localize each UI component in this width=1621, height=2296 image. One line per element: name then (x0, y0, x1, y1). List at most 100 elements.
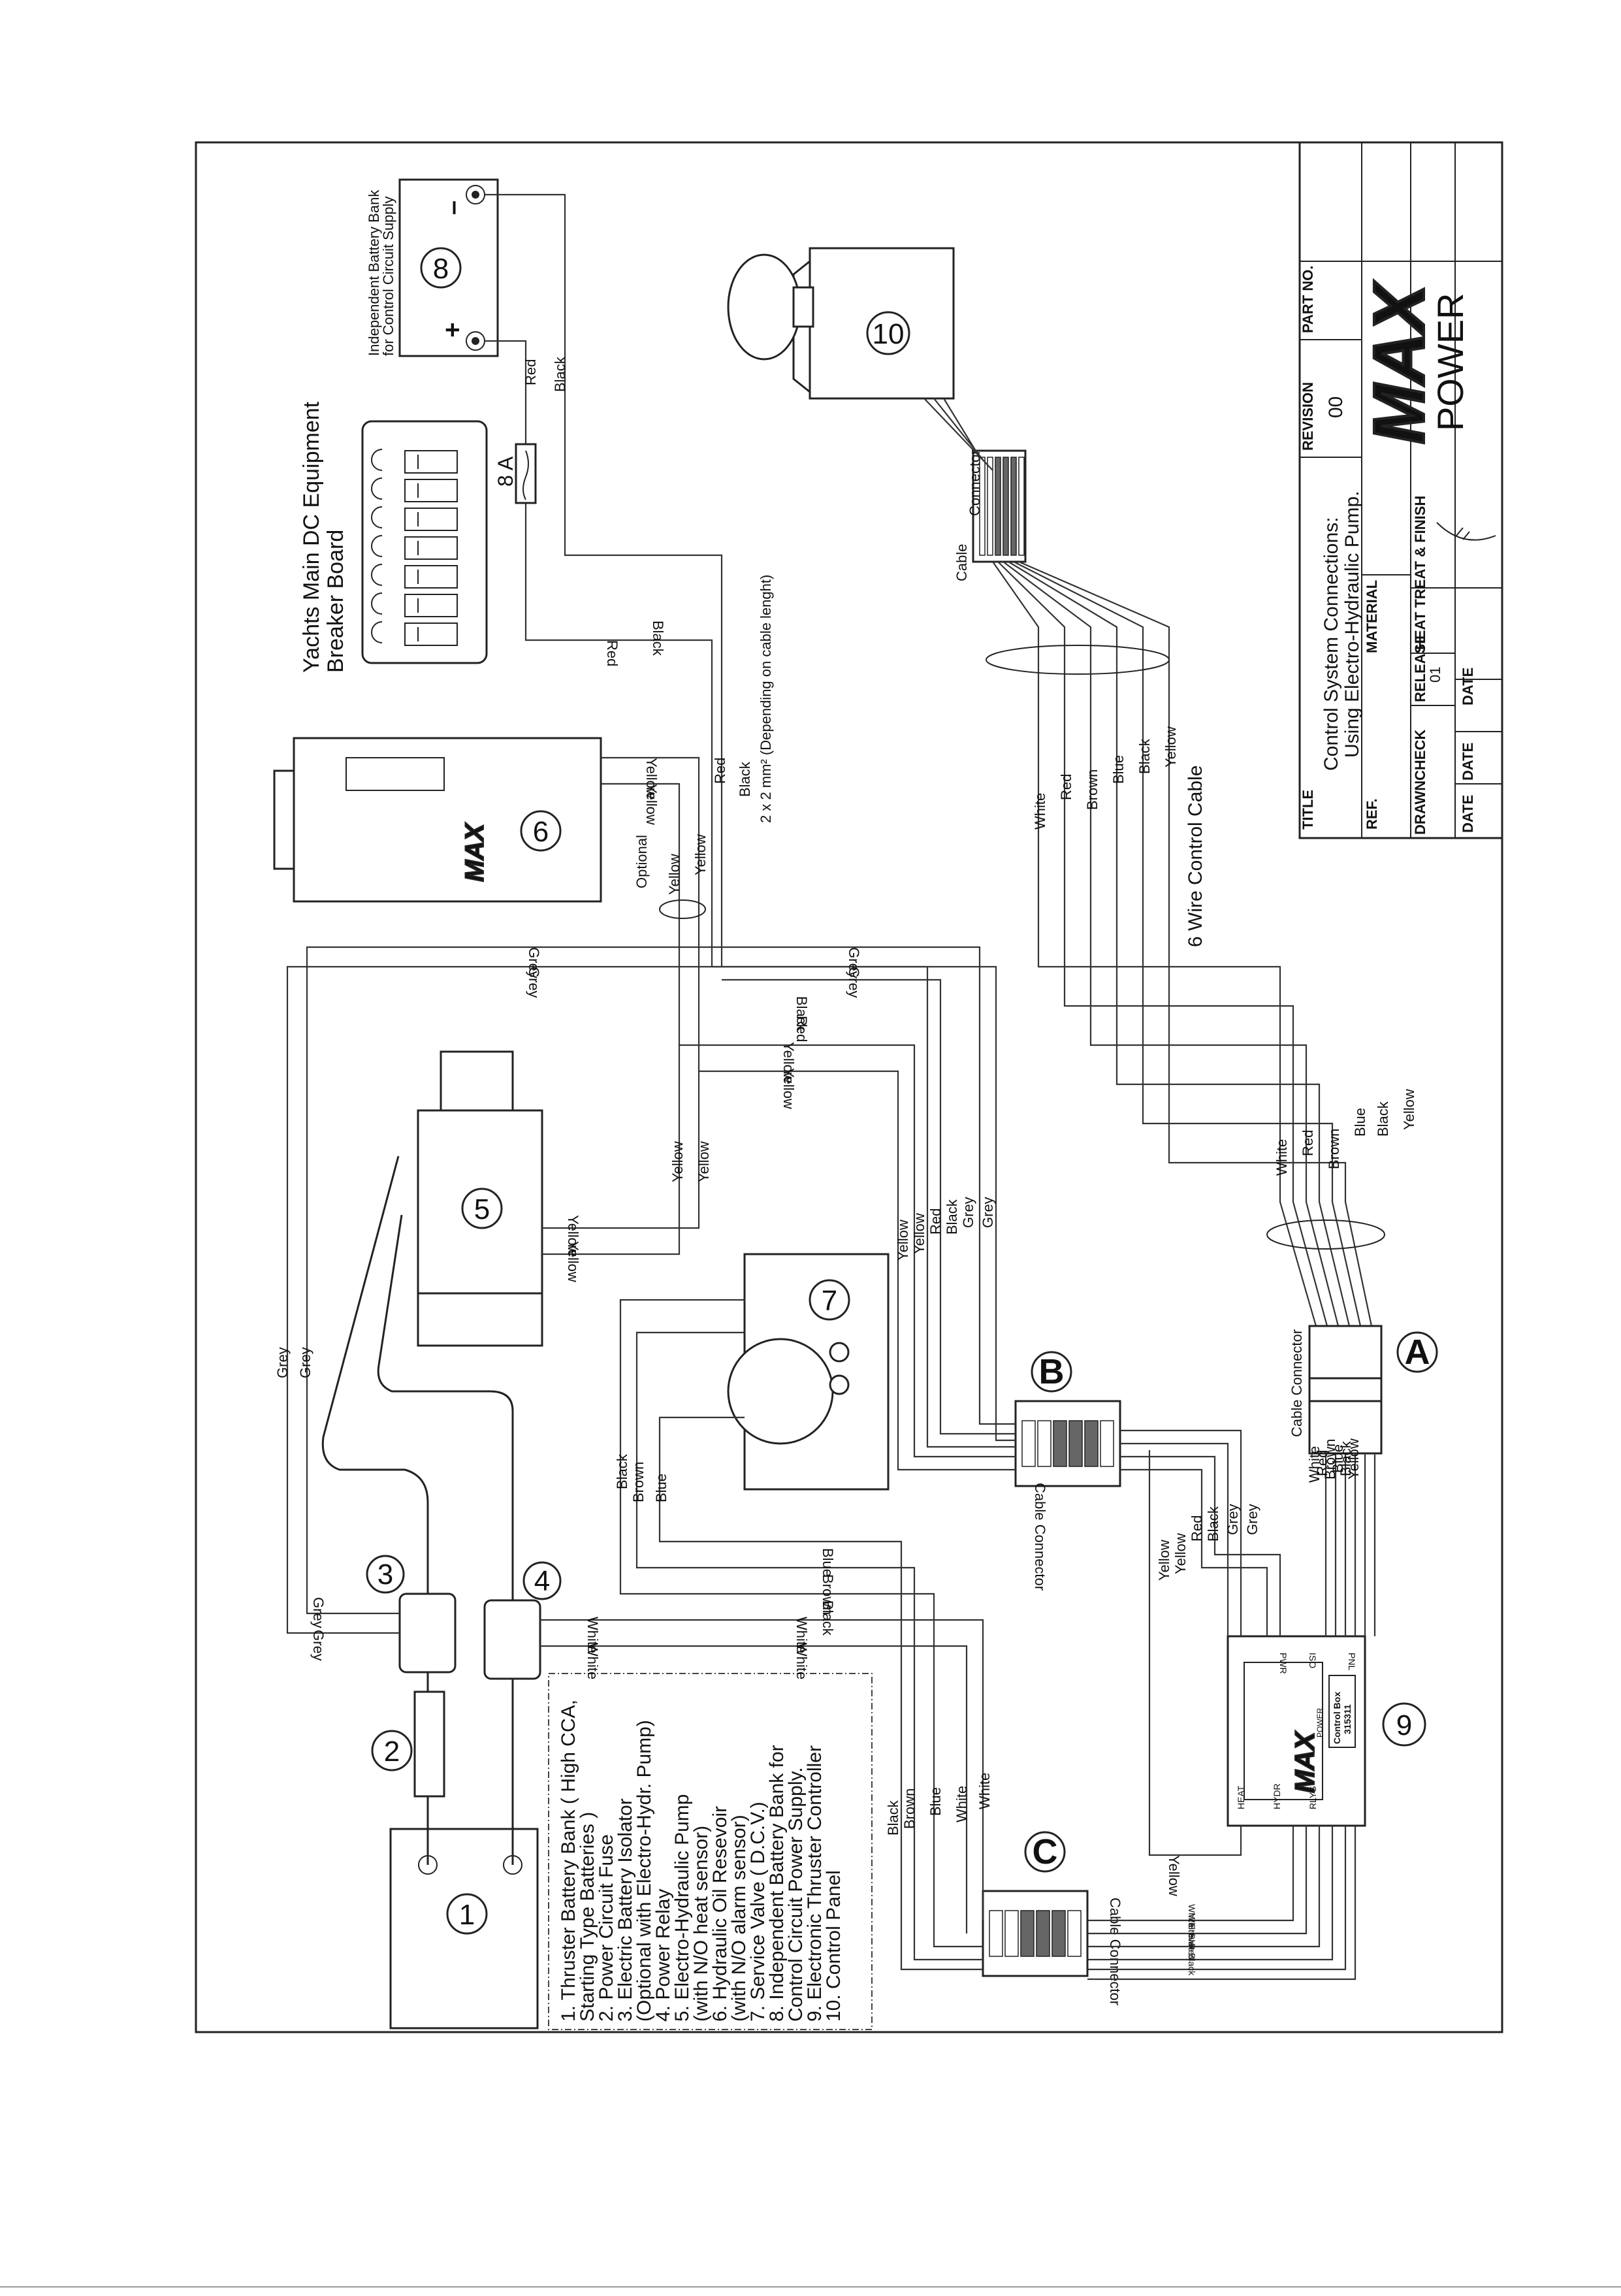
wire-label: Grey (526, 967, 542, 998)
wire-label: White (1187, 1904, 1197, 1928)
power-circuit-fuse-2: 2 (371, 1690, 445, 1798)
wire-label: Red (927, 1208, 944, 1235)
six-wire-conductor (997, 561, 1328, 1327)
wire-label: Black (650, 621, 666, 656)
fuse-8a-label: 8 A (494, 456, 517, 487)
breaker-board-label-2: Breaker Board (323, 530, 348, 673)
wire-label: Brown (1187, 1924, 1197, 1950)
connector-c-pin (989, 1910, 1003, 1957)
wire-label: Yellow (669, 1141, 686, 1182)
cable-bundle-ring-top (986, 645, 1170, 675)
power-cable-3-pump (321, 1156, 429, 1594)
optional-label: Optional (634, 835, 650, 888)
breaker-switch (404, 508, 458, 531)
legend-item: 9. Electronic Thruster Controller (804, 1745, 826, 2022)
wire-route (1148, 1450, 1242, 1856)
wire-label: White (954, 1786, 970, 1822)
wire-label: Grey (960, 1197, 976, 1228)
wire-label: Yellow (565, 1215, 581, 1256)
legend-item: 10. Control Panel (823, 1870, 844, 2022)
wire-route (601, 783, 681, 1045)
wire-label: Black (1205, 1506, 1221, 1542)
wire-label: White (585, 1617, 601, 1653)
optional-ring (659, 899, 706, 919)
wire-label: Blue (1352, 1108, 1368, 1137)
wire-route (1087, 1826, 1334, 1961)
tb-finish-symbol (1436, 522, 1496, 541)
wire-route (712, 965, 1016, 1448)
tb-release: RELEASE (1412, 634, 1428, 702)
wire-label: Black (820, 1600, 836, 1636)
tb-title-label: TITLE (1300, 790, 1316, 830)
wire-label: Red (794, 1016, 810, 1042)
wire-label: Brown (1084, 769, 1100, 810)
control-panel-10: 10 Cable Connector (727, 247, 1027, 581)
connector-c-pin (1067, 1910, 1082, 1957)
wire-label: Yellow (895, 1220, 911, 1261)
wire-label: White (585, 1643, 601, 1679)
legend-item: 8. Independent Battery Bank for (766, 1745, 788, 2022)
battery8-caption-2: for Control Circuit Supply (380, 196, 396, 356)
wire-route (1087, 1826, 1321, 1948)
wire-label: White (1306, 1446, 1323, 1483)
wire-route (1087, 1826, 1308, 1935)
minus-terminal: – (438, 201, 467, 215)
terminal-iso: ISO (1308, 1653, 1318, 1668)
wire-route (540, 1619, 984, 1920)
connector-10-pin (987, 457, 993, 556)
wire-label: Blue (653, 1474, 669, 1502)
battery-8: 8 – + Independent Battery Bank for Contr… (366, 178, 499, 357)
legend: 1. Thruster Battery Bank ( High CCA, Sta… (548, 1673, 873, 2030)
tb-title-1: Control System Connections: (1321, 517, 1342, 771)
wire-label: White (976, 1773, 993, 1809)
tb-date-1: DATE (1460, 795, 1476, 833)
cable-bundle-ring-a (1266, 1220, 1385, 1250)
wire-route (722, 978, 1016, 1435)
wire-route (619, 1299, 983, 1948)
breaker-arc (371, 535, 383, 557)
legend-item: 1. Thruster Battery Bank ( High CCA, (558, 1700, 579, 2022)
six-wire-label: 6 Wire Control Cable (1185, 766, 1206, 947)
logo-max-text: MAX (1359, 281, 1439, 444)
wire-label: Yellow (1401, 1089, 1417, 1130)
wire-route (1087, 1826, 1294, 1922)
component-number-6: 6 (533, 816, 549, 848)
wire-label: Yellow (1172, 1533, 1189, 1574)
hydraulic-reservoir-6: 6 MAX (273, 737, 602, 903)
connector-b: B Cable Connector (1014, 1351, 1121, 1591)
connector-b-letter: B (1039, 1352, 1065, 1391)
wire-label: Black (794, 996, 810, 1032)
wire-label: Black (552, 356, 568, 392)
wire-route (540, 1645, 968, 1933)
wire-label: Red (1314, 1450, 1330, 1476)
logo-power-text: POWER (1430, 293, 1471, 431)
wire-label: Red (1187, 1943, 1197, 1960)
wire-route (286, 965, 1016, 1634)
six-wire-conductor (1008, 561, 1351, 1327)
six-wire-conductor (1013, 561, 1362, 1327)
wire-label: Brown (630, 1462, 647, 1502)
breaker-arc (371, 506, 383, 528)
panel-cable-stub (923, 398, 993, 471)
connector-c-pin (1020, 1910, 1035, 1957)
wire-label: Grey (1244, 1504, 1260, 1535)
wire-label: Yellow (780, 1068, 797, 1109)
wire-label: Black (737, 761, 753, 797)
component-number-10: 10 (873, 318, 905, 350)
terminal-pwr: PWR (1278, 1653, 1289, 1674)
wire-label: White (794, 1617, 810, 1653)
breaker-switch (404, 594, 458, 617)
wire-label: Yellow (780, 1042, 797, 1083)
wire-label: Red (522, 359, 539, 385)
wire-route (1120, 1468, 1268, 1636)
wire-label: Red (712, 758, 728, 784)
connector-c: C Cable Connector (982, 1831, 1123, 2005)
electro-hydraulic-pump-5: 5 (417, 1050, 543, 1347)
wire-route (635, 1331, 983, 1961)
legend-item: 5. Electro-Hydraulic Pump (671, 1794, 693, 2022)
wire-label: Yellow (1345, 1438, 1362, 1479)
wire-route (1087, 1826, 1356, 1981)
control-box-title: Control Box (1332, 1692, 1342, 1744)
connector-a: A Cable Connector (1289, 1325, 1438, 1455)
